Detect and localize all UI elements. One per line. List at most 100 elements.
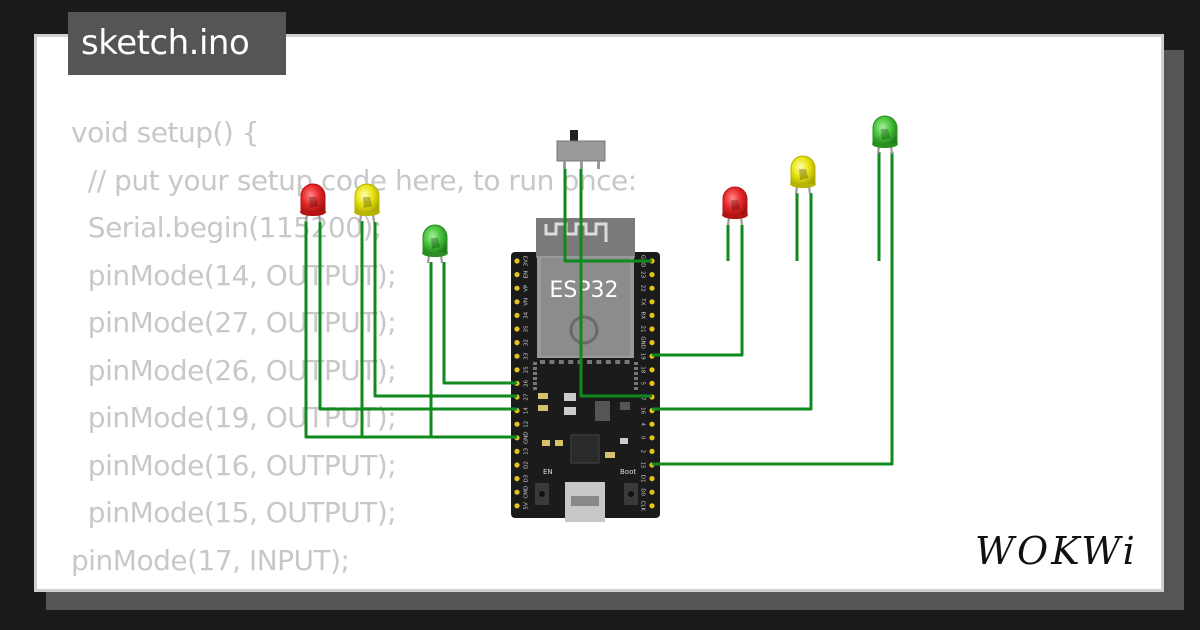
module-pad [615,360,621,364]
pin-label: 3V3 [524,255,530,266]
module-pad [624,360,630,364]
pin-label: EN [524,271,530,279]
led-red-right[interactable] [722,186,748,226]
pin-left-12[interactable] [514,421,520,427]
pin-left-34[interactable] [514,312,520,318]
pin-label: 23 [640,271,646,278]
pin-left-5V[interactable] [514,503,520,509]
led-green-right[interactable] [872,115,898,155]
module-pad [634,387,638,390]
boot-label: Boot [620,468,636,476]
pin-left-33[interactable] [514,353,520,359]
module-pad [533,377,537,380]
code-line: pinMode(15, OUTPUT); [71,496,397,529]
espressif-logo-icon [569,315,599,345]
pin-label: D1 [640,475,646,483]
pin-label: 15 [640,462,646,469]
pin-label: 34 [524,311,530,318]
pin-label: VP [524,284,530,292]
module-pad [634,362,638,365]
pin-label: 13 [524,447,530,454]
pin-left-CMD[interactable] [514,489,520,495]
code-line: Serial.begin(115200); [71,211,383,244]
pin-label: 32 [524,339,530,346]
pin-label: 14 [524,407,530,414]
pin-right-18[interactable] [649,367,655,373]
wokwi-logo[interactable]: WOKWi [975,529,1138,573]
pin-label: 26 [524,379,530,386]
pin-left-D3[interactable] [514,476,520,482]
pin-label: D0 [640,488,646,496]
pin-label: VN [524,298,530,306]
led-yellow-right[interactable] [790,155,816,195]
module-pad [533,382,537,385]
module-pad [558,360,564,364]
pin-right-GND[interactable] [649,340,655,346]
pin-label: GND [640,336,646,349]
module-pad [540,360,545,364]
file-tab[interactable]: sketch.ino [68,12,286,75]
module-pad [634,372,638,375]
pin-label: TX [640,297,646,305]
led-red-left[interactable] [300,183,326,223]
pin-label: GND [524,431,530,444]
pin-left-25[interactable] [514,367,520,373]
pin-left-VN[interactable] [514,299,520,305]
antenna-trace [544,222,608,242]
pin-left-D2[interactable] [514,462,520,468]
pin-label: 4 [640,422,646,426]
module-label: ESP32 [549,278,618,303]
module-pad [549,360,555,364]
module-pad [605,360,611,364]
en-label: EN [543,468,553,476]
pin-label: 5V [524,502,530,509]
pin-label: 21 [640,326,646,333]
pin-right-CLK[interactable] [649,503,655,509]
module-pad [587,360,592,364]
module-pad [533,362,537,365]
pin-label: 22 [640,285,646,292]
pin-left-VP[interactable] [514,285,520,291]
pin-right-0[interactable] [649,435,655,441]
code-line: pinMode(17, INPUT); [71,543,350,577]
module-pad [634,382,638,385]
pin-label: 35 [524,325,530,332]
pin-right-RX[interactable] [649,312,655,318]
pin-left-35[interactable] [514,326,520,332]
led-green-left[interactable] [422,224,448,264]
pin-label: 0 [640,436,646,440]
module-pad [533,387,537,390]
led-yellow-left[interactable] [354,183,380,223]
pin-right-D1[interactable] [649,476,655,482]
pin-label: 19 [640,353,646,360]
pin-right-21[interactable] [649,326,655,332]
module-pad [533,367,537,370]
pin-label: 33 [524,352,530,359]
pin-right-5[interactable] [649,380,655,386]
pin-label: 2 [640,450,646,454]
pin-left-13[interactable] [514,448,520,454]
slide-switch[interactable] [556,130,606,169]
module-pad [568,360,574,364]
pin-right-22[interactable] [649,285,655,291]
module-pad [533,372,537,375]
pin-label: CLK [640,501,646,512]
wires [304,152,894,466]
esp32-board[interactable]: ESP32 3V3ENVPVN343532332526271412GND13D2… [511,218,660,522]
pin-right-TX[interactable] [649,299,655,305]
code-line: void setup() { [71,116,260,149]
module-pad [596,360,602,364]
pin-right-23[interactable] [649,272,655,278]
pin-left-3V3[interactable] [514,258,520,264]
module-pad [634,377,638,380]
code-line: pinMode(16, OUTPUT); [71,448,397,482]
pin-left-EN[interactable] [514,272,520,278]
pin-right-D0[interactable] [649,489,655,495]
regulator-chip [595,401,610,421]
pin-right-4[interactable] [649,421,655,427]
pin-left-32[interactable] [514,340,520,346]
pin-label: 16 [640,407,646,414]
pin-label: 18 [640,366,646,373]
pin-right-2[interactable] [649,448,655,454]
